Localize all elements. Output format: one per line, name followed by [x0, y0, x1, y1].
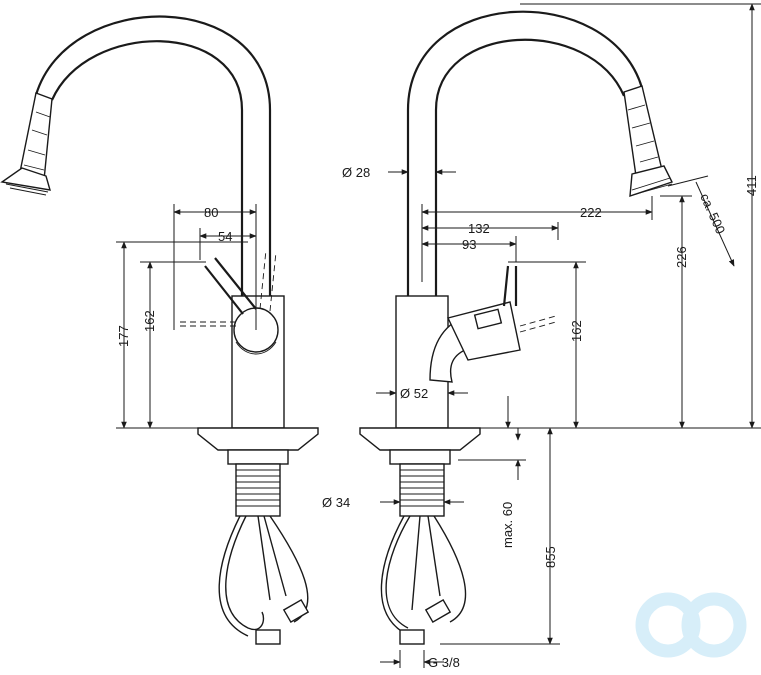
infinity-loop-logo-icon [635, 592, 747, 658]
left-dim-162: 162 [142, 310, 157, 332]
right-dim-411: 411 [744, 175, 759, 196]
right-dim-855: 855 [543, 546, 558, 568]
right-dim-diameter-28: Ø 28 [342, 165, 370, 180]
right-dim-222: 222 [580, 205, 602, 220]
right-dim-max-60: max. 60 [500, 502, 515, 548]
right-dim-226: 226 [674, 246, 689, 268]
right-shank [399, 463, 445, 517]
right-hose-loop [385, 515, 467, 629]
right-dim-diameter-34: Ø 34 [322, 495, 350, 510]
left-dim-54: 54 [218, 229, 232, 244]
right-spray-nozzle [629, 165, 673, 198]
left-dim-80: 80 [204, 205, 218, 220]
right-dim-pullout: ca. 500 [697, 191, 728, 236]
left-dim-177: 177 [116, 325, 131, 347]
left-spout-inner [50, 40, 244, 296]
left-spout-outer [34, 15, 272, 296]
right-spout-outer [406, 10, 644, 296]
right-deck-plate [359, 427, 481, 451]
left-spray-nozzle [0, 167, 51, 191]
right-spray-head [623, 85, 663, 177]
left-deck-plate [197, 427, 319, 451]
right-dim-162: 162 [569, 320, 584, 342]
left-dimensions: 80 54 177 162 [116, 204, 257, 429]
right-dim-g38: G 3/8 [428, 655, 460, 670]
right-dim-93: 93 [462, 237, 476, 252]
right-dim-diameter-52: Ø 52 [400, 386, 428, 401]
right-faucet-view [359, 10, 673, 645]
left-shank [235, 463, 281, 517]
left-faucet-view [0, 15, 319, 645]
left-lever [204, 257, 257, 315]
right-handle [447, 301, 521, 361]
right-dim-132: 132 [468, 221, 490, 236]
left-spray-head [19, 92, 53, 181]
right-spout-inner [434, 38, 626, 296]
right-lever [502, 265, 518, 307]
